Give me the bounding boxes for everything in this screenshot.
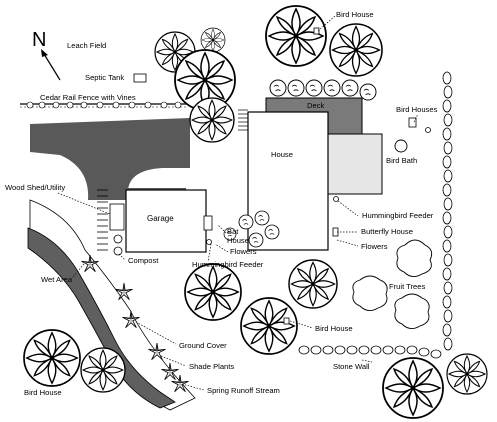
hummingbird-feeder-1-post xyxy=(333,196,339,202)
tree-9 xyxy=(240,297,298,355)
stone-wall-east xyxy=(442,71,453,351)
bat-house-label-1: Bat xyxy=(227,227,239,236)
shrub-8 xyxy=(254,210,270,226)
bird-house-post-east xyxy=(425,127,431,133)
bird-bath-label: Bird Bath xyxy=(386,156,418,165)
ground-cover-label: Ground Cover xyxy=(179,341,227,350)
leach-field-label: Leach Field xyxy=(67,41,107,50)
driveway xyxy=(30,118,190,200)
shrub-2 xyxy=(287,79,305,97)
bird-houses-label: Bird Houses xyxy=(396,105,438,114)
hummingbird-feeder-2-post xyxy=(206,239,212,245)
bird-house-box-east xyxy=(408,117,417,128)
shade-plants-label: Shade Plants xyxy=(189,362,235,371)
bird-house-box-mid xyxy=(283,317,290,325)
shrub-1 xyxy=(269,79,287,97)
north-arrow-icon xyxy=(41,49,61,81)
wood-shed-label: Wood Shed/Utility xyxy=(5,183,66,192)
wood-shed-steps xyxy=(97,189,108,251)
entry-steps xyxy=(238,109,248,131)
bat-house-label-2: House xyxy=(227,236,249,245)
hummingbird-feeder-label-2: Hummingbird Feeder xyxy=(192,260,264,269)
tree-8 xyxy=(288,259,338,309)
flowers-label-1: Flowers xyxy=(230,247,257,256)
bird-bath xyxy=(394,139,408,153)
north-label: N xyxy=(32,29,47,51)
bird-house-bottom-label: Bird House xyxy=(24,388,62,397)
garage-label: Garage xyxy=(147,214,174,223)
wet-area-label: Wet Area xyxy=(41,275,73,284)
spring-runoff-label: Spring Runoff Stream xyxy=(207,386,280,395)
patio xyxy=(327,133,383,195)
garage-door-box xyxy=(203,215,213,231)
leader-lines xyxy=(57,15,419,391)
shrub-7 xyxy=(238,214,254,230)
tree-2 xyxy=(200,27,226,53)
butterfly-house-label: Butterfly House xyxy=(361,227,413,236)
stone-wall-label: Stone Wall xyxy=(333,362,370,371)
compost-bin-1 xyxy=(113,234,123,244)
cedar-fence-label: Cedar Rail Fence with Vines xyxy=(40,93,136,102)
shrub-4 xyxy=(323,79,341,97)
fruit-tree-3 xyxy=(394,293,430,329)
wood-shed xyxy=(109,203,125,231)
house-label: House xyxy=(271,150,293,159)
shrub-3 xyxy=(305,79,323,97)
bird-house-top-label: Bird House xyxy=(336,10,374,19)
house xyxy=(247,111,329,251)
spring-runoff-stream xyxy=(27,227,176,409)
tree-13 xyxy=(446,353,488,395)
tree-4 xyxy=(189,97,235,143)
septic-tank xyxy=(133,73,147,83)
tree-10 xyxy=(23,329,81,387)
shrub-5 xyxy=(341,79,359,97)
garage xyxy=(125,189,207,253)
tree-5 xyxy=(265,5,327,67)
compost-label: Compost xyxy=(128,256,159,265)
flowers-label-2: Flowers xyxy=(361,242,388,251)
bird-house-mid-label: Bird House xyxy=(315,324,353,333)
hummingbird-feeder-label-1: Hummingbird Feeder xyxy=(362,211,434,220)
shrub-9 xyxy=(264,224,280,240)
tree-11 xyxy=(80,347,126,393)
fruit-tree-1 xyxy=(396,239,433,277)
fruit-trees-label: Fruit Trees xyxy=(389,282,426,291)
stone-wall-south xyxy=(298,345,442,359)
bird-house-box-top xyxy=(313,27,320,35)
tree-6 xyxy=(329,23,383,77)
compost-bin-2 xyxy=(113,246,123,256)
tree-12 xyxy=(382,357,444,419)
shrub-6 xyxy=(359,83,377,101)
shrub-10 xyxy=(248,232,264,248)
fruit-tree-2 xyxy=(352,275,388,311)
fence-vines xyxy=(26,101,182,109)
tree-7 xyxy=(184,263,242,321)
septic-tank-label: Septic Tank xyxy=(85,73,125,82)
deck-label: Deck xyxy=(307,101,325,110)
